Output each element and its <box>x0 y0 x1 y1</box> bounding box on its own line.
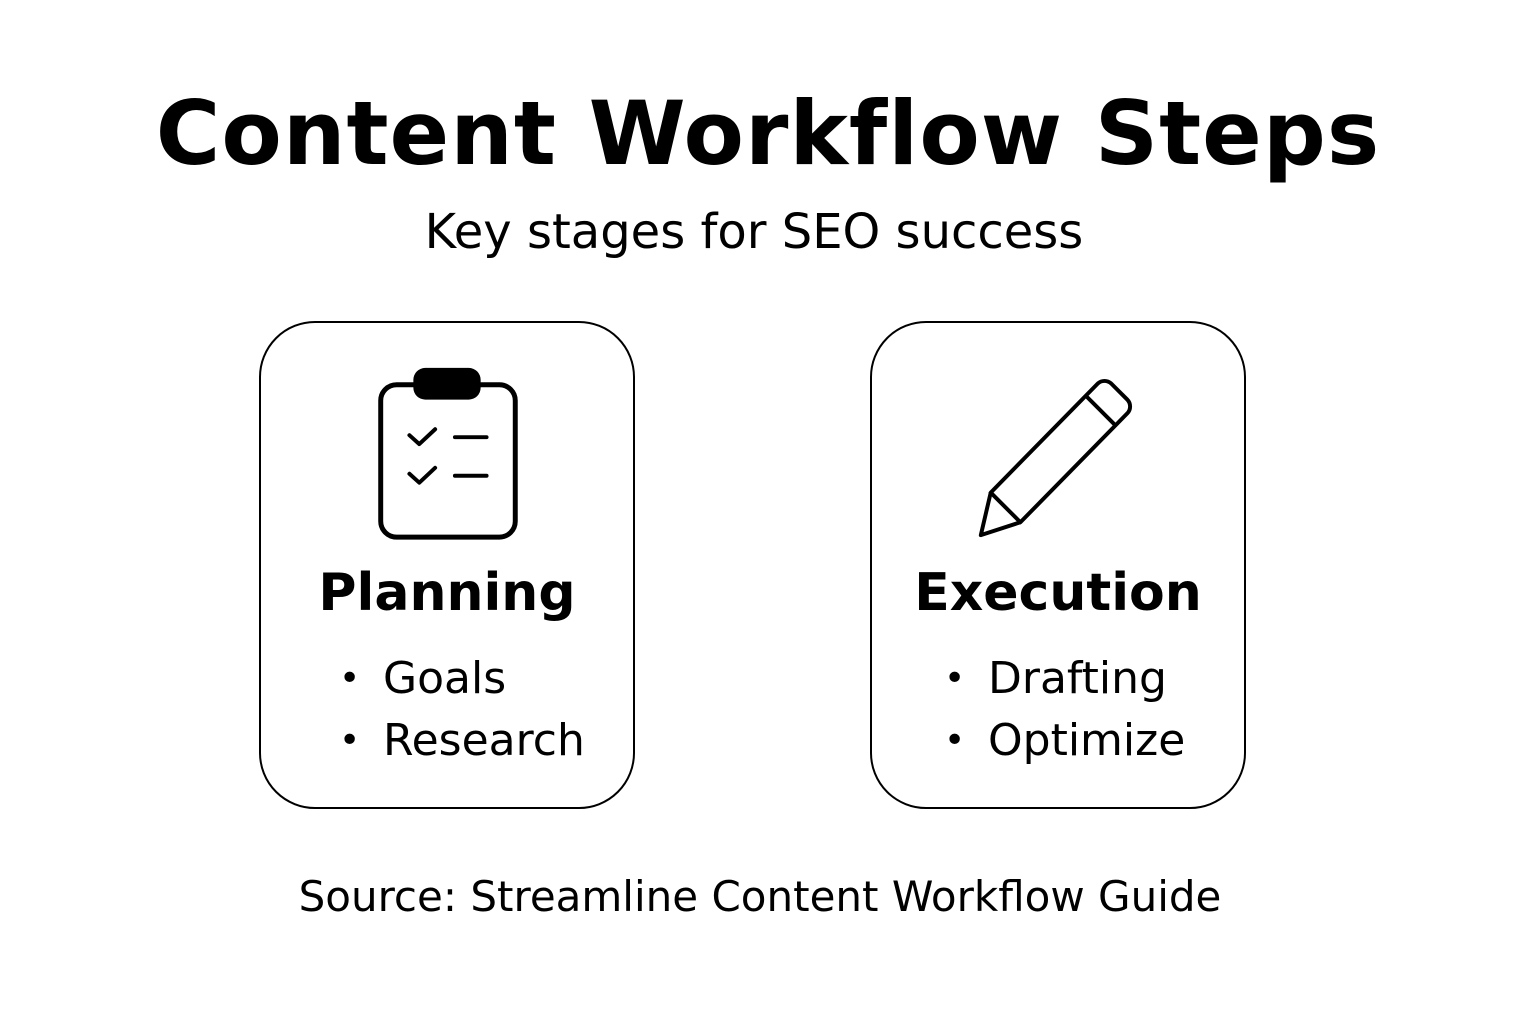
page-title: Content Workflow Steps <box>155 82 1381 185</box>
execution-card: Execution Drafting Optimize <box>870 321 1246 809</box>
pencil-icon <box>978 378 1133 538</box>
planning-card: Planning Goals Research <box>259 321 635 809</box>
list-item: Optimize <box>944 710 1185 772</box>
card-list: Goals Research <box>339 648 585 772</box>
list-item: Goals <box>339 648 585 710</box>
card-list: Drafting Optimize <box>944 648 1185 772</box>
clipboard-checklist-icon <box>378 367 518 540</box>
list-item: Research <box>339 710 585 772</box>
page-subtitle: Key stages for SEO success <box>424 204 1084 260</box>
card-title: Planning <box>318 563 576 623</box>
card-title: Execution <box>914 563 1202 623</box>
source-note: Source: Streamline Content Workflow Guid… <box>298 872 1222 921</box>
list-item: Drafting <box>944 648 1185 710</box>
